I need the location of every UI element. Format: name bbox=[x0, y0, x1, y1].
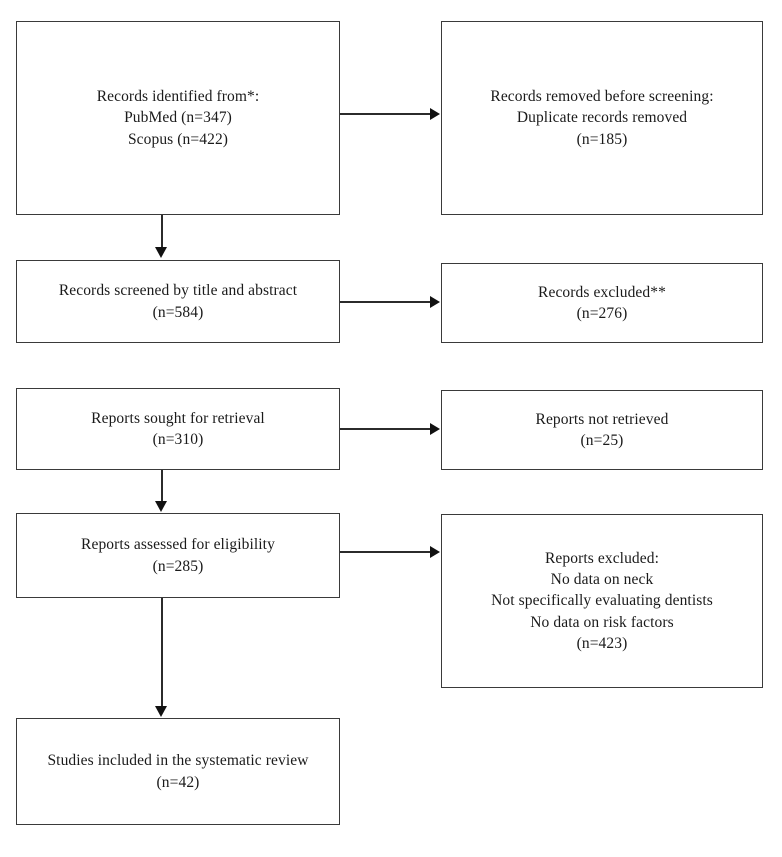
node-reports-sought-for-retrieval: Reports sought for retrieval (n=310) bbox=[16, 388, 340, 470]
arrowhead-sought-to-not-retrieved bbox=[430, 423, 440, 435]
connector-screened-to-excluded bbox=[340, 301, 431, 303]
text-line: (n=42) bbox=[156, 773, 200, 791]
arrowhead-screened-to-excluded bbox=[430, 296, 440, 308]
text-line: Not specifically evaluating dentists bbox=[491, 592, 713, 610]
node-reports-excluded: Reports excluded: No data on neck Not sp… bbox=[441, 514, 763, 688]
text-line: (n=584) bbox=[152, 303, 204, 321]
connector-assessed-to-included bbox=[161, 598, 163, 708]
arrowhead-identified-to-duplicates bbox=[430, 108, 440, 120]
node-records-removed-before-screening: Records removed before screening: Duplic… bbox=[441, 21, 763, 215]
text-line: (n=285) bbox=[152, 557, 204, 575]
node-records-identified-text: Records identified from*: PubMed (n=347)… bbox=[97, 86, 260, 150]
connector-sought-to-not-retrieved bbox=[340, 428, 431, 430]
node-reports-not-retrieved: Reports not retrieved (n=25) bbox=[441, 390, 763, 470]
text-line: (n=310) bbox=[152, 431, 204, 448]
node-records-removed-text: Records removed before screening: Duplic… bbox=[490, 86, 713, 150]
connector-sought-to-assessed bbox=[161, 470, 163, 502]
node-records-excluded-text: Records excluded** (n=276) bbox=[538, 282, 666, 325]
arrowhead-assessed-to-excluded bbox=[430, 546, 440, 558]
text-line: Reports excluded: bbox=[544, 549, 660, 567]
text-line: (n=276) bbox=[576, 305, 628, 322]
text-line: Records removed before screening: bbox=[490, 87, 714, 105]
arrowhead-sought-to-assessed bbox=[155, 501, 167, 512]
text-line: No data on risk factors bbox=[530, 613, 674, 631]
connector-identified-to-duplicates bbox=[340, 113, 431, 115]
text-line: Reports not retrieved bbox=[535, 410, 669, 428]
node-records-screened-text: Records screened by title and abstract (… bbox=[59, 280, 297, 323]
node-records-screened: Records screened by title and abstract (… bbox=[16, 260, 340, 343]
text-line: Reports assessed for eligibility bbox=[81, 536, 275, 554]
node-reports-excluded-text: Reports excluded: No data on neck Not sp… bbox=[491, 548, 713, 655]
node-reports-sought-text: Reports sought for retrieval (n=310) bbox=[91, 408, 265, 451]
text-line: Duplicate records removed bbox=[516, 109, 688, 127]
text-line: No data on neck bbox=[550, 570, 654, 588]
text-line: Reports sought for retrieval bbox=[91, 409, 265, 427]
node-studies-included: Studies included in the systematic revie… bbox=[16, 718, 340, 825]
text-line: Records excluded** bbox=[538, 283, 666, 301]
node-reports-assessed-text: Reports assessed for eligibility (n=285) bbox=[81, 534, 275, 577]
text-line: Studies included in the systematic revie… bbox=[47, 752, 309, 770]
node-records-excluded: Records excluded** (n=276) bbox=[441, 263, 763, 343]
node-reports-assessed-for-eligibility: Reports assessed for eligibility (n=285) bbox=[16, 513, 340, 598]
text-line: Records screened by title and abstract bbox=[58, 282, 298, 300]
text-line: (n=185) bbox=[576, 130, 628, 148]
text-line: Scopus (n=422) bbox=[127, 130, 229, 148]
arrowhead-assessed-to-included bbox=[155, 706, 167, 717]
connector-identified-to-screened bbox=[161, 215, 163, 248]
text-line: Records identified from*: bbox=[96, 87, 260, 105]
arrowhead-identified-to-screened bbox=[155, 247, 167, 258]
text-line: (n=423) bbox=[576, 635, 628, 653]
node-records-identified: Records identified from*: PubMed (n=347)… bbox=[16, 21, 340, 215]
node-reports-not-retrieved-text: Reports not retrieved (n=25) bbox=[536, 409, 669, 452]
connector-assessed-to-excluded bbox=[340, 551, 431, 553]
node-studies-included-text: Studies included in the systematic revie… bbox=[47, 750, 308, 793]
text-line: (n=25) bbox=[580, 432, 624, 449]
text-line: PubMed (n=347) bbox=[124, 109, 232, 127]
